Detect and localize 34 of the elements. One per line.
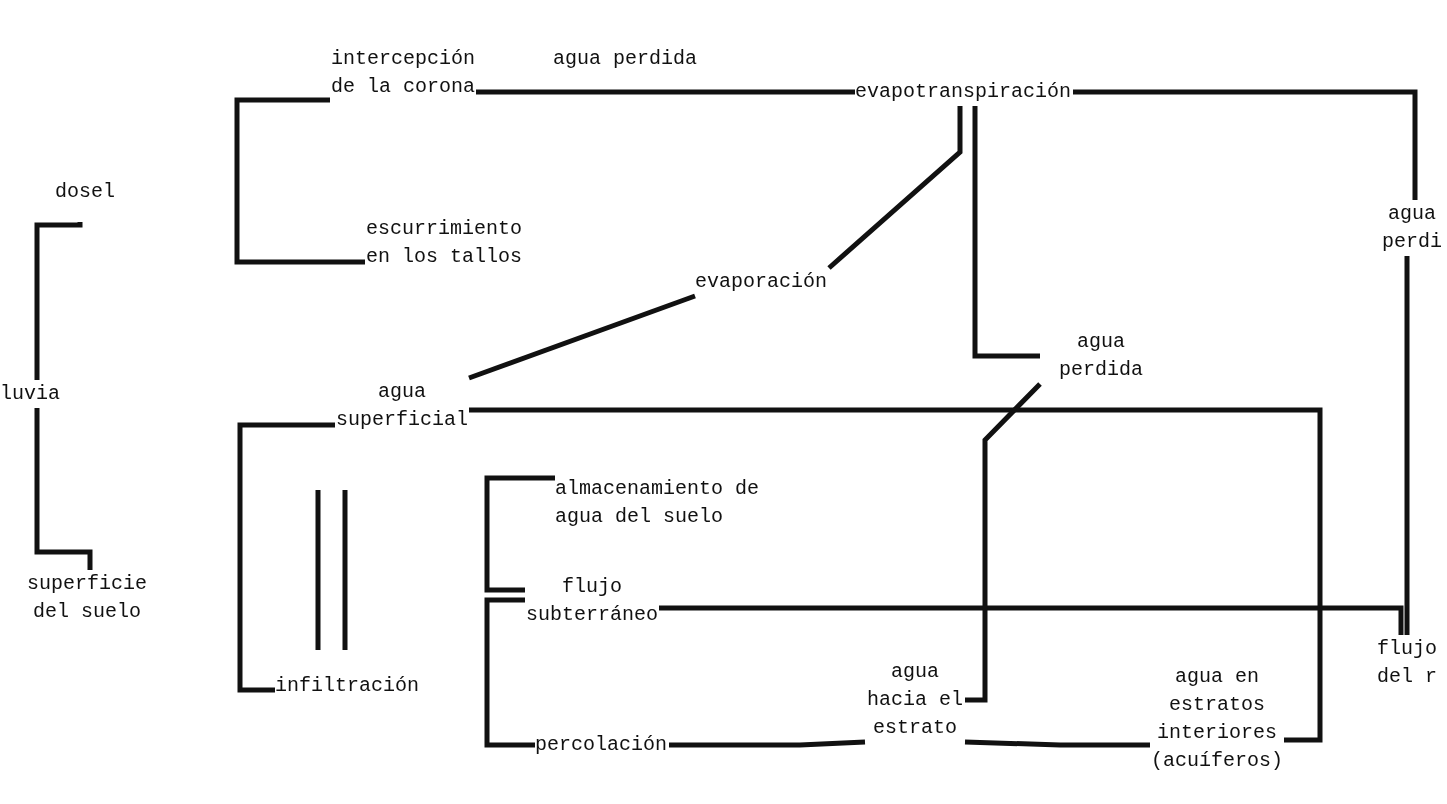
connector-line [484,597,535,748]
node-text: agua en estratos interiores (acuíferos) [1150,663,1284,775]
connector-line [484,475,555,593]
node-text: evaporación [695,268,829,296]
node-text: dosel [55,178,119,222]
connector-line [1073,89,1418,200]
node-text: escurrimiento en los tallos [365,215,523,271]
node-text: superficie del suelo [25,570,149,626]
connector-line [972,106,1040,359]
connector-line [659,605,1404,635]
node-text: percolación [535,731,669,759]
connector-line [964,739,1150,748]
connector-line [469,407,1323,743]
connector-line [827,106,963,270]
node-text: agua hacia el estrato [865,658,965,742]
connector-line [965,382,1042,703]
node-text: agua perdi [1380,200,1444,256]
connector-line [34,222,83,380]
connector-line [1404,256,1410,635]
connector-line [476,89,855,95]
connector-line [468,293,696,381]
connector-line [237,422,335,693]
node-text: agua perdida [1040,328,1162,384]
connector-line [669,739,866,748]
node-text: infiltración [275,672,421,700]
node-text: almacenamiento de agua del suelo [555,475,761,531]
node-text: luvia [0,380,62,408]
node-text: flujo subterráneo [525,573,659,629]
node-text: evapotranspiración [855,78,1073,106]
connector-line [34,408,93,570]
node-text: flujo del r [1375,635,1439,691]
node-text: agua superficial [335,378,469,434]
connector-line [234,97,365,265]
node-text: intercepción de la corona [330,45,476,101]
